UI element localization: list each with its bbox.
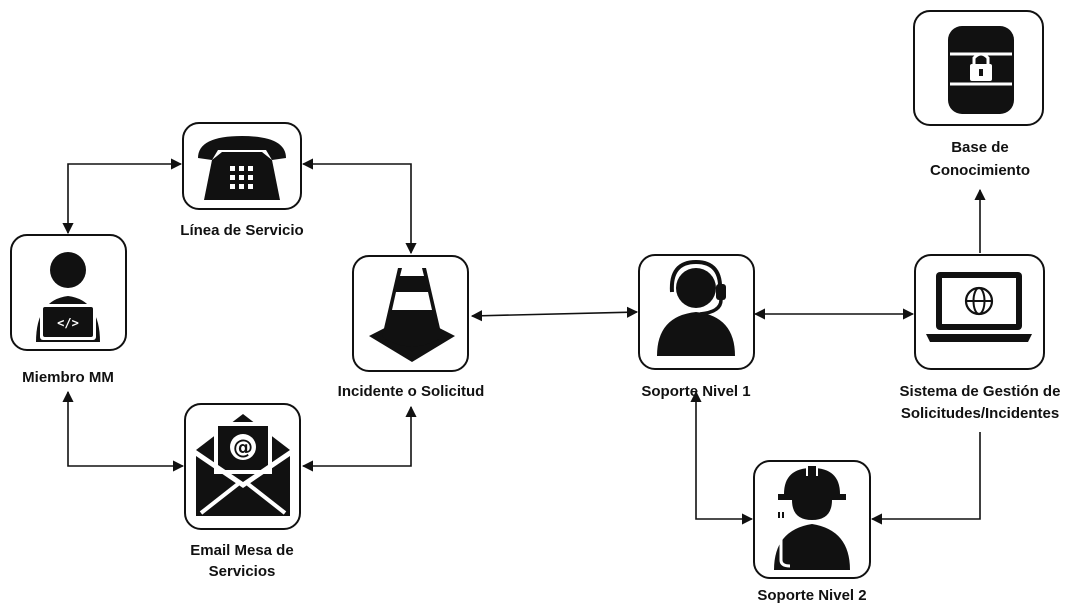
node-label-line2: Servicios — [209, 563, 276, 580]
connector-incidente-soporte1 — [470, 306, 639, 322]
connector-linea-incidente — [301, 158, 417, 255]
connector-miembro-linea — [62, 158, 183, 235]
node-soporte-nivel-1: Soporte Nivel 1 — [638, 254, 755, 400]
node-label-line1: Sistema de Gestión de — [900, 383, 1061, 400]
node-label: Soporte Nivel 2 — [757, 587, 866, 604]
node-label-line2: Conocimiento — [930, 162, 1030, 179]
traffic-cone-icon — [369, 268, 455, 362]
connector-soporte1-soporte2 — [690, 390, 754, 525]
node-soporte-nivel-2: Soporte Nivel 2 — [753, 460, 871, 604]
node-label-line1: Base de — [951, 139, 1009, 156]
connector-sistema-soporte2 — [870, 432, 981, 525]
svg-text:@: @ — [233, 435, 253, 459]
node-label: Incidente o Solicitud — [338, 383, 485, 400]
svg-text:</>: </> — [57, 316, 79, 330]
desk-phone-icon — [198, 136, 286, 200]
developer-laptop-icon: </> — [36, 252, 100, 342]
electrician-worker-icon — [774, 466, 850, 570]
node-miembro-mm: </> Miembro MM — [10, 234, 127, 386]
email-envelope-icon: @ — [196, 414, 290, 516]
node-label: Miembro MM — [22, 369, 114, 386]
headset-agent-icon — [657, 257, 735, 356]
node-linea-de-servicio: Línea de Servicio — [180, 122, 304, 239]
node-label: Línea de Servicio — [180, 222, 303, 239]
connector-miembro-email — [62, 390, 185, 472]
connectors — [62, 158, 986, 525]
laptop-globe-icon — [926, 272, 1032, 342]
node-label-line1: Email Mesa de — [190, 542, 293, 559]
node-sistema-de-gestion: Sistema de Gestión de Solicitudes/Incide… — [900, 254, 1061, 422]
secure-database-icon — [948, 26, 1014, 114]
connector-email-incidente — [301, 405, 417, 472]
node-email-mesa-de-servicios: @ Email Mesa de Servicios — [184, 403, 301, 580]
node-base-de-conocimiento: Base de Conocimiento — [913, 10, 1044, 179]
node-label: Soporte Nivel 1 — [641, 383, 750, 400]
node-label-line2: Solicitudes/Incidentes — [901, 405, 1059, 422]
node-incidente-o-solicitud: Incidente o Solicitud — [338, 255, 485, 400]
